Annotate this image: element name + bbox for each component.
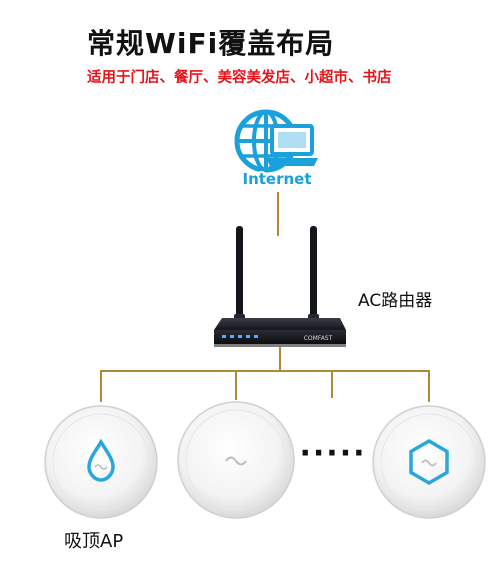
diagram-title: 常规WiFi覆盖布局 xyxy=(87,27,335,60)
ceiling-ap-hexagon-icon xyxy=(372,405,486,519)
router-status-leds xyxy=(222,335,258,338)
internet-icon: Internet Internet xyxy=(234,109,318,190)
ceiling-ap-plain-icon xyxy=(177,401,295,519)
diagram-subtitle: 适用于门店、餐厅、美容美发店、小超市、书店 xyxy=(87,70,392,86)
router-antenna-right xyxy=(308,226,319,322)
router-brand-mark: COMFAST xyxy=(304,335,333,342)
router-antenna-left xyxy=(234,226,245,322)
svg-text:Internet: Internet xyxy=(242,170,311,188)
internet-label: Internet xyxy=(242,170,311,188)
router-label: AC路由器 xyxy=(358,291,433,311)
ellipsis-more-aps: ····· xyxy=(300,436,367,471)
laptop-icon xyxy=(266,124,318,166)
ap-label: 吸顶AP xyxy=(64,531,124,552)
router-icon: COMFAST xyxy=(214,226,346,347)
ceiling-ap-drop-icon xyxy=(44,405,158,519)
